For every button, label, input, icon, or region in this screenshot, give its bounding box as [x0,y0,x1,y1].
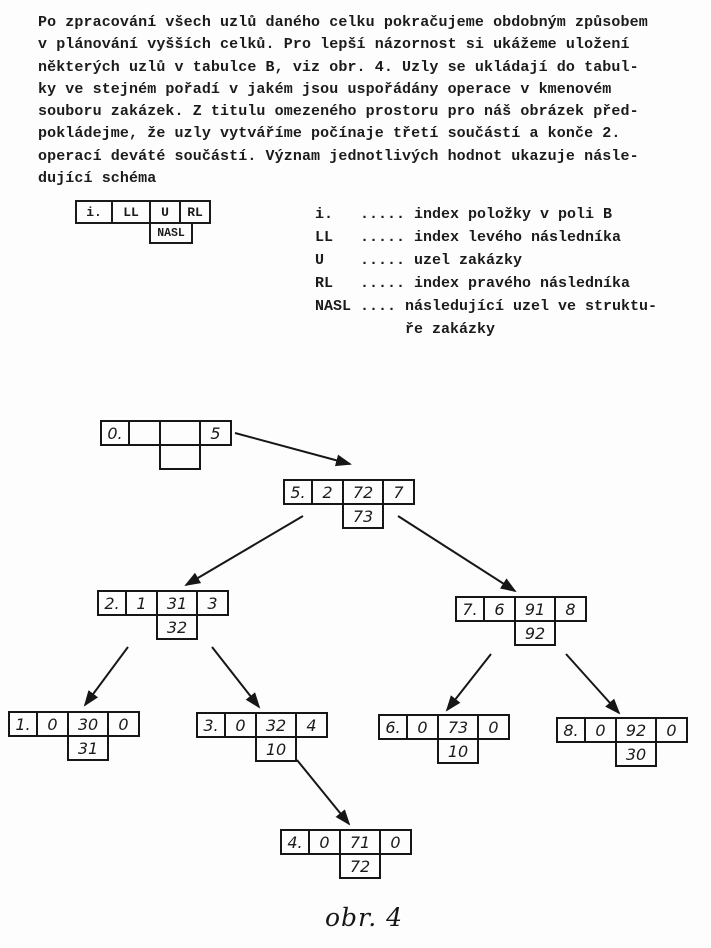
paragraph-line: souboru zakázek. Z titulu omezeného pros… [38,103,639,121]
node-nasl: 10 [437,738,479,764]
node-row: 1. 0 30 0 [8,711,140,737]
node-nasl: 31 [67,735,109,761]
tree-node-0: 0. 5 [100,420,232,470]
node-cell-rl: 3 [196,590,229,616]
node-nasl: 30 [615,741,657,767]
schema-table: i. LL U RL NASL [75,200,211,244]
node-cell-ll: 0 [308,829,341,855]
tree-diagram: 0. 5 5. 2 72 7 73 2. 1 31 3 32 [0,400,711,880]
schema-cell-rl: RL [179,200,211,224]
node-cell-u: 30 [67,711,109,737]
legend-line-ll: LL ..... index levého následníka [315,229,622,246]
node-row: 6. 0 73 0 [378,714,510,740]
node-cell-ll [128,420,161,446]
arrow-node7-node6 [445,653,492,712]
arrow-node0-node5 [234,432,352,467]
node-nasl [159,444,201,470]
node-row: 0. 5 [100,420,232,446]
arrow-node3-node4 [296,759,351,826]
paragraph-line: ky ve stejném pořadí v jakém jsou uspořá… [38,80,612,98]
arrow-node2-node1 [83,646,129,707]
figure-caption: obr. 4 [325,903,404,932]
legend-line-i: i. ..... index položky v poli B [315,206,613,223]
node-cell-ll: 1 [125,590,158,616]
node-cell-u: 71 [339,829,381,855]
node-nasl: 92 [514,620,556,646]
node-nasl: 72 [339,853,381,879]
node-cell-index: 1. [8,711,38,737]
arrow-node7-node8 [565,653,621,715]
node-cell-index: 0. [100,420,130,446]
schema-row: i. LL U RL [75,200,211,224]
node-cell-ll: 0 [224,712,257,738]
node-cell-index: 7. [455,596,485,622]
arrow-node2-node3 [211,646,261,709]
node-cell-u: 92 [615,717,657,743]
node-cell-u: 31 [156,590,198,616]
tree-node-2: 2. 1 31 3 32 [97,590,229,640]
tree-node-6: 6. 0 73 0 10 [378,714,510,764]
schema-cell-ll: LL [111,200,151,224]
node-cell-rl: 5 [199,420,232,446]
node-cell-u: 32 [255,712,297,738]
node-row: 2. 1 31 3 [97,590,229,616]
node-cell-rl: 0 [107,711,140,737]
legend-line-nasl-cont: ře zakázky [315,321,496,338]
node-row: 8. 0 92 0 [556,717,688,743]
node-cell-ll: 0 [406,714,439,740]
paragraph-line: Po zpracování všech uzlů daného celku po… [38,14,648,31]
legend-line-u: U ..... uzel zakázky [315,252,523,269]
node-cell-u: 72 [342,479,384,505]
node-cell-ll: 0 [584,717,617,743]
node-nasl: 73 [342,503,384,529]
node-cell-ll: 0 [36,711,69,737]
paragraph-line: v plánování vyšších celků. Pro lepší náz… [38,36,630,54]
node-cell-index: 8. [556,717,586,743]
node-row: 5. 2 72 7 [283,479,415,505]
node-cell-rl: 0 [379,829,412,855]
schema-cell-u: U [149,200,181,224]
node-cell-rl: 7 [382,479,415,505]
node-cell-index: 6. [378,714,408,740]
node-cell-ll: 2 [311,479,344,505]
node-nasl: 32 [156,614,198,640]
paragraph-line: pokládejme, že uzly vytváříme počínaje t… [38,125,621,143]
node-cell-u: 91 [514,596,556,622]
node-cell-rl: 0 [655,717,688,743]
tree-node-4: 4. 0 71 0 72 [280,829,412,879]
node-row: 3. 0 32 4 [196,712,328,738]
legend-line-rl: RL ..... index pravého následníka [315,275,631,292]
tree-node-3: 3. 0 32 4 10 [196,712,328,762]
legend-line-nasl: NASL .... následující uzel ve struktu- [315,298,658,315]
node-cell-index: 4. [280,829,310,855]
node-cell-ll: 6 [483,596,516,622]
paragraph-line: operací deváté součástí. Význam jednotli… [38,147,639,165]
node-cell-index: 5. [283,479,313,505]
node-cell-index: 2. [97,590,127,616]
tree-node-1: 1. 0 30 0 31 [8,711,140,761]
node-cell-index: 3. [196,712,226,738]
node-row: 4. 0 71 0 [280,829,412,855]
node-nasl: 10 [255,736,297,762]
tree-node-5: 5. 2 72 7 73 [283,479,415,529]
legend: i. ..... index položky v poli B LL .....… [315,203,657,341]
node-cell-u [159,420,201,446]
tree-node-8: 8. 0 92 0 30 [556,717,688,767]
schema-cell-nasl: NASL [149,222,193,244]
node-cell-rl: 4 [295,712,328,738]
node-cell-rl: 0 [477,714,510,740]
paragraph-line: dující schéma [38,170,157,188]
intro-paragraph: Po zpracování všech uzlů daného celku po… [38,12,698,190]
node-cell-rl: 8 [554,596,587,622]
node-cell-u: 73 [437,714,479,740]
tree-arrows [83,432,621,826]
arrow-node5-node2 [184,515,304,587]
node-row: 7. 6 91 8 [455,596,587,622]
tree-node-7: 7. 6 91 8 92 [455,596,587,646]
schema-cell-i: i. [75,200,113,224]
paragraph-line: některých uzlů v tabulce B, viz obr. 4. … [38,58,639,76]
arrow-node5-node7 [397,515,517,593]
